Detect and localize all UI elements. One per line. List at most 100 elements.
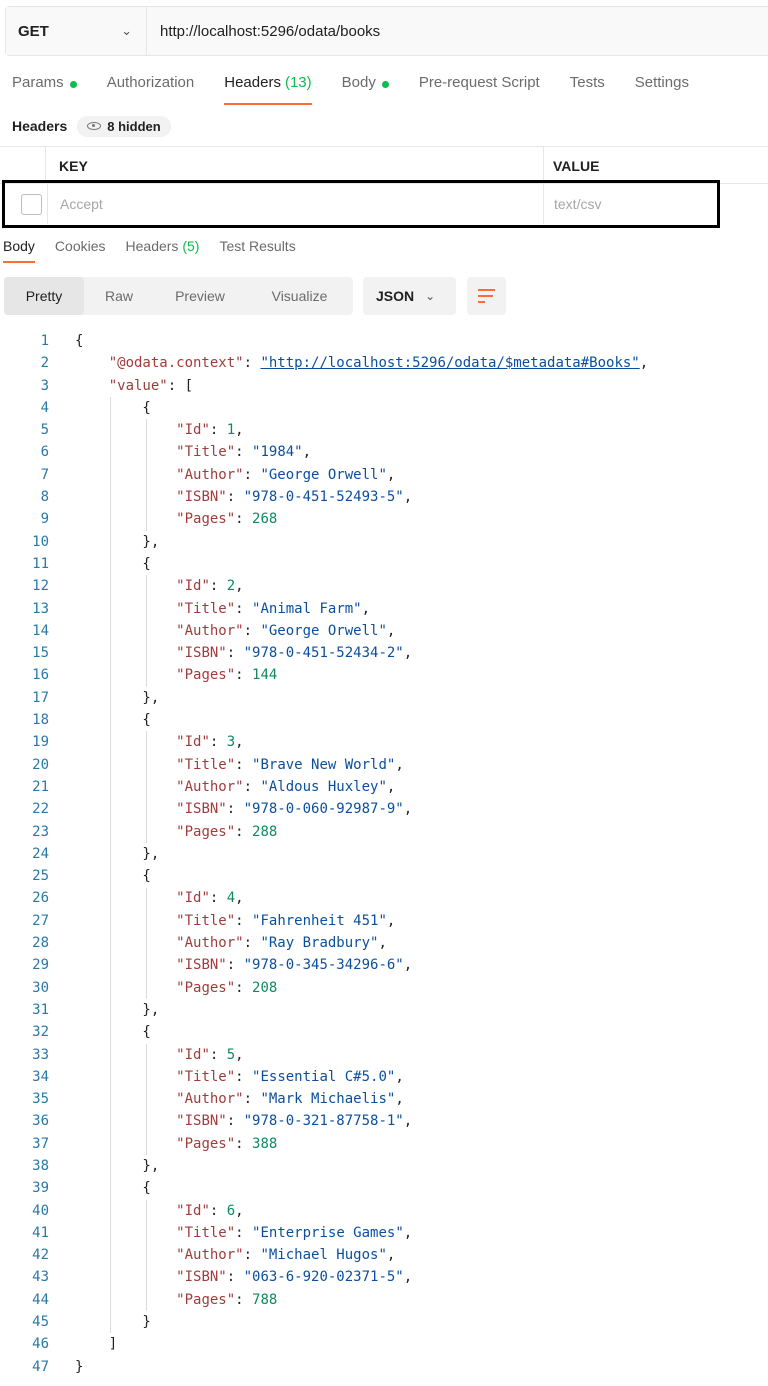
- line-number: 37: [32, 1135, 49, 1152]
- response-tab-headers[interactable]: Headers (5): [126, 238, 200, 264]
- view-preview-button[interactable]: Preview: [175, 288, 225, 304]
- header-row: Accept text/csv: [0, 184, 768, 224]
- view-visualize-button[interactable]: Visualize: [271, 288, 328, 304]
- format-select[interactable]: JSON ⌄: [363, 277, 456, 315]
- line-number: 31: [32, 1001, 49, 1018]
- column-divider: [45, 147, 46, 183]
- key-column-header: KEY: [59, 158, 88, 174]
- wrap-lines-icon[interactable]: [467, 277, 506, 315]
- code-line: 15 "ISBN": "978-0-451-52434-2",: [0, 642, 768, 664]
- code-text: "Id": 3,: [176, 734, 244, 751]
- chevron-down-icon: ⌄: [121, 23, 132, 38]
- code-line: 39 {: [0, 1177, 768, 1199]
- code-line: 18 {: [0, 709, 768, 731]
- tab-label: Cookies: [54, 238, 106, 254]
- header-value-input[interactable]: text/csv: [554, 196, 602, 212]
- response-tab-body[interactable]: Body: [3, 238, 35, 264]
- line-number: 32: [32, 1024, 49, 1041]
- line-number: 24: [32, 845, 49, 862]
- code-text: "Title": "Essential C#5.0",: [176, 1068, 404, 1085]
- tab-body[interactable]: Body: [342, 74, 389, 106]
- line-number: 2: [40, 355, 49, 372]
- line-number: 28: [32, 935, 49, 952]
- line-number: 35: [32, 1091, 49, 1108]
- code-text: "Id": 4,: [176, 890, 244, 907]
- code-line: 28 "Author": "Ray Bradbury",: [0, 932, 768, 954]
- code-text: {: [75, 712, 151, 729]
- line-number: 3: [40, 377, 49, 394]
- code-line: 3 "value": [: [0, 375, 768, 397]
- code-line: 32 {: [0, 1021, 768, 1043]
- line-number: 39: [32, 1180, 49, 1197]
- code-text: "Author": "Aldous Huxley",: [176, 778, 396, 795]
- code-line: 43 "ISBN": "063-6-920-02371-5",: [0, 1266, 768, 1288]
- column-divider: [543, 147, 544, 183]
- code-line: 47}: [0, 1356, 768, 1378]
- code-text: }: [75, 1314, 151, 1331]
- line-number: 44: [32, 1291, 49, 1308]
- column-divider: [543, 184, 544, 224]
- line-number: 42: [32, 1247, 49, 1264]
- tab-headers[interactable]: Headers(13): [224, 74, 313, 106]
- response-tab-test-results[interactable]: Test Results: [219, 238, 295, 264]
- code-text: {: [75, 333, 84, 349]
- tab-params[interactable]: Params: [12, 74, 77, 106]
- code-line: 19 "Id": 3,: [0, 731, 768, 753]
- code-line: 42 "Author": "Michael Hugos",: [0, 1244, 768, 1266]
- method-select[interactable]: GET ⌄: [6, 7, 147, 55]
- chevron-down-icon: ⌄: [425, 289, 436, 303]
- tab-pre-request-script[interactable]: Pre-request Script: [419, 74, 540, 106]
- code-line: 6 "Title": "1984",: [0, 441, 768, 463]
- code-line: 30 "Pages": 208: [0, 977, 768, 999]
- line-number: 22: [32, 801, 49, 818]
- tab-tests[interactable]: Tests: [570, 74, 605, 106]
- indent-guide: [146, 575, 147, 687]
- line-number: 46: [32, 1336, 49, 1353]
- code-line: 9 "Pages": 268: [0, 508, 768, 530]
- headers-title: Headers: [12, 118, 68, 134]
- tab-settings[interactable]: Settings: [635, 74, 689, 106]
- code-text: "ISBN": "978-0-345-34296-6",: [176, 957, 413, 974]
- line-number: 23: [32, 823, 49, 840]
- code-text: },: [75, 845, 160, 862]
- code-line: 33 "Id": 5,: [0, 1044, 768, 1066]
- code-text: }: [75, 1358, 84, 1375]
- code-line: 44 "Pages": 788: [0, 1289, 768, 1311]
- eye-icon: [87, 122, 102, 130]
- view-mode-segment: Pretty Raw Preview Visualize: [4, 277, 353, 315]
- code-line: 31 },: [0, 999, 768, 1021]
- code-text: "Title": "Animal Farm",: [176, 600, 371, 617]
- code-text: },: [75, 1001, 160, 1018]
- code-text: {: [75, 868, 151, 885]
- code-line: 24 },: [0, 843, 768, 865]
- line-number: 25: [32, 868, 49, 885]
- tab-label: Body: [3, 238, 35, 254]
- line-number: 40: [32, 1202, 49, 1219]
- status-dot-icon: [381, 81, 389, 88]
- code-line: 10 },: [0, 531, 768, 553]
- hidden-headers-toggle[interactable]: 8 hidden: [77, 115, 171, 137]
- request-bar: GET ⌄ http://localhost:5296/odata/books: [5, 6, 768, 56]
- code-line: 17 },: [0, 687, 768, 709]
- status-dot-icon: [69, 81, 77, 88]
- tab-label: Headers: [224, 74, 281, 91]
- header-key-input[interactable]: Accept: [60, 196, 103, 212]
- code-text: "@odata.context": "http://localhost:5296…: [108, 355, 649, 372]
- code-line: 16 "Pages": 144: [0, 664, 768, 686]
- header-enable-checkbox[interactable]: [21, 194, 42, 215]
- code-line: 1{: [0, 330, 768, 352]
- response-tab-cookies[interactable]: Cookies: [55, 238, 106, 264]
- view-raw-button[interactable]: Raw: [104, 288, 133, 304]
- headers-table-header: KEY VALUE: [0, 146, 768, 184]
- tab-authorization[interactable]: Authorization: [107, 74, 195, 106]
- code-line: 38 },: [0, 1155, 768, 1177]
- line-number: 11: [32, 555, 49, 572]
- code-text: {: [75, 1024, 151, 1041]
- code-line: 12 "Id": 2,: [0, 575, 768, 597]
- view-pretty-button[interactable]: Pretty: [4, 277, 84, 315]
- line-number: 47: [32, 1358, 49, 1375]
- url-input[interactable]: http://localhost:5296/odata/books: [147, 7, 768, 55]
- code-text: "Id": 6,: [176, 1202, 244, 1219]
- code-text: {: [75, 555, 151, 572]
- code-text: "Pages": 144: [176, 667, 278, 684]
